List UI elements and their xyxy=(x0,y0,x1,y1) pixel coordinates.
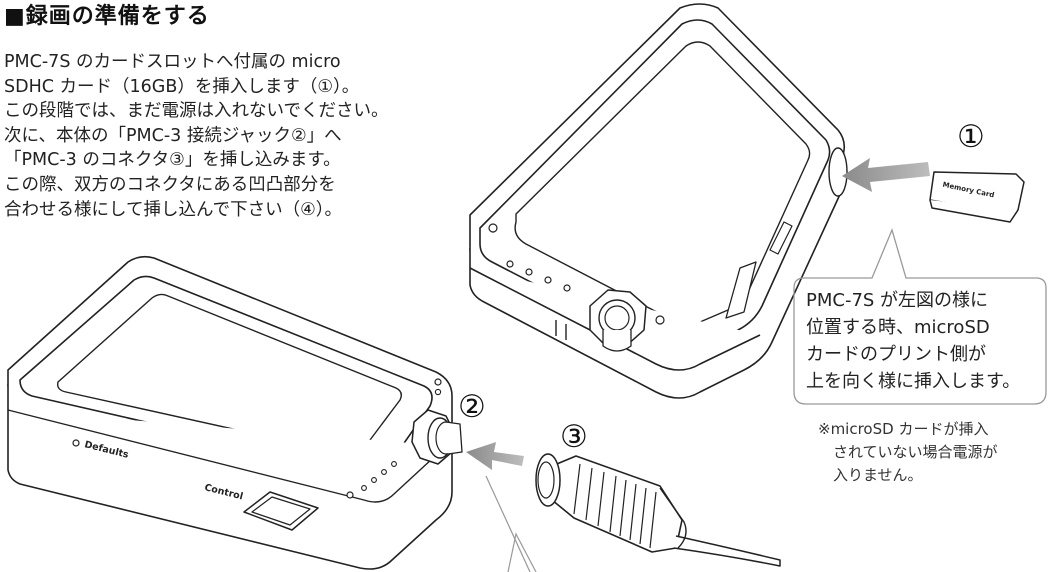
connector-insert-arrow xyxy=(466,442,524,470)
note-line: ※microSD カードが挿入 xyxy=(818,420,989,438)
pmc7s-lower-device: Defaults Control xyxy=(7,255,463,570)
callout-line: PMC-7S が左図の様に xyxy=(806,290,989,311)
note-line: されていない場合電源が xyxy=(818,443,998,461)
intro-line: SDHC カード（16GB）を挿入します（①）。 xyxy=(4,76,360,97)
note-line: 入りません。 xyxy=(818,466,923,484)
intro-line: 合わせる様にして挿し込んで下さい（④）。 xyxy=(4,199,343,220)
intro-line: この段階では、まだ電源は入れないでください。 xyxy=(4,101,389,122)
callout-text: PMC-7S が左図の様に 位置する時、microSD カードのプリント側が 上… xyxy=(806,287,1020,395)
step-number-2: ② xyxy=(458,389,486,425)
intro-line: 次に、本体の「PMC-3 接続ジャック②」へ xyxy=(4,125,342,146)
microsd-card: Memory Card xyxy=(929,171,1025,223)
page-title: ■録画の準備をする xyxy=(4,4,210,29)
callout-box xyxy=(793,228,1047,405)
callout-line: 上を向く様に挿入します。 xyxy=(806,371,1021,392)
pointer-lines xyxy=(485,475,537,572)
note-text: ※microSD カードが挿入 されていない場合電源が 入りません。 xyxy=(818,418,998,487)
intro-line: PMC-7S のカードスロットへ付属の micro xyxy=(4,52,341,72)
sd-insert-arrow xyxy=(842,158,930,192)
callout-line: 位置する時、microSD xyxy=(806,317,990,338)
pmc3-connector-plug xyxy=(535,453,781,567)
intro-paragraph: PMC-7S のカードスロットへ付属の micro SDHC カード（16GB）… xyxy=(4,50,388,222)
intro-line: この際、双方のコネクタにある凹凸部分を xyxy=(4,174,336,195)
callout-line: カードのプリント側が xyxy=(806,344,986,365)
intro-line: 「PMC-3 のコネクタ③」を挿し込みます。 xyxy=(4,150,341,171)
pmc7s-upper-device xyxy=(469,3,848,399)
step-number-3: ③ xyxy=(560,419,588,455)
step-number-1: ① xyxy=(957,119,985,155)
